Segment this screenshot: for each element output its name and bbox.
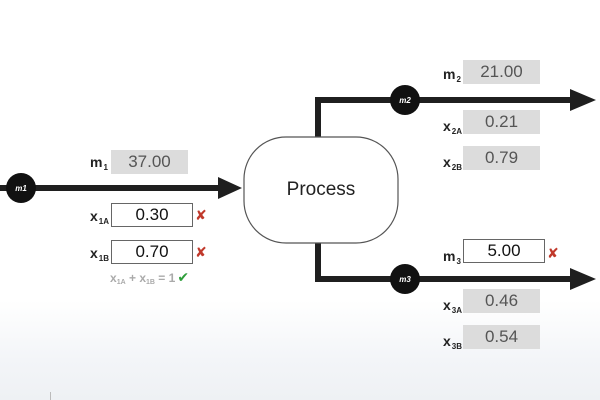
m3-input[interactable] bbox=[463, 239, 545, 263]
process-unit bbox=[243, 136, 399, 244]
x1a-error-icon: ✘ bbox=[195, 208, 207, 224]
process-label: Process bbox=[286, 179, 356, 200]
m1-value: 37.00 bbox=[111, 150, 188, 174]
svg-text:m3: m3 bbox=[399, 275, 411, 284]
x3b-value: 0.54 bbox=[463, 325, 540, 349]
node-m3: m3 bbox=[390, 264, 420, 294]
x1b-input[interactable] bbox=[111, 240, 193, 264]
x2b-label: x2B bbox=[443, 154, 463, 172]
svg-text:m2: m2 bbox=[399, 96, 411, 105]
m3-error-icon: ✘ bbox=[547, 246, 559, 262]
m2-label: m2 bbox=[443, 66, 461, 84]
bottom-divider-tick bbox=[50, 392, 51, 400]
x1b-error-icon: ✘ bbox=[195, 245, 207, 261]
svg-text:m1: m1 bbox=[15, 184, 27, 193]
x2a-label: x2A bbox=[443, 118, 463, 136]
m3-label: m3 bbox=[443, 248, 461, 266]
x3a-label: x3A bbox=[443, 297, 463, 315]
x1a-input[interactable] bbox=[111, 203, 193, 227]
m1-label: m1 bbox=[90, 154, 108, 172]
m2-value: 21.00 bbox=[463, 60, 540, 84]
x2b-value: 0.79 bbox=[463, 146, 540, 170]
node-m2: m2 bbox=[390, 85, 420, 115]
stream-1-arrowhead bbox=[218, 177, 242, 199]
stream-3-arrowhead bbox=[570, 268, 596, 290]
x2a-value: 0.21 bbox=[463, 110, 540, 134]
x3a-value: 0.46 bbox=[463, 289, 540, 313]
sum-check-icon: ✔ bbox=[177, 270, 190, 286]
node-m1: m1 bbox=[6, 173, 36, 203]
stream-3-line bbox=[315, 243, 573, 282]
x3b-label: x3B bbox=[443, 333, 463, 351]
x1a-label: x1A bbox=[90, 208, 110, 226]
stream-2-line bbox=[315, 97, 573, 137]
stream-2-arrowhead bbox=[570, 89, 596, 111]
sum-constraint-note: x1A + x1B = 1✔ bbox=[110, 270, 190, 286]
x1b-label: x1B bbox=[90, 245, 110, 263]
